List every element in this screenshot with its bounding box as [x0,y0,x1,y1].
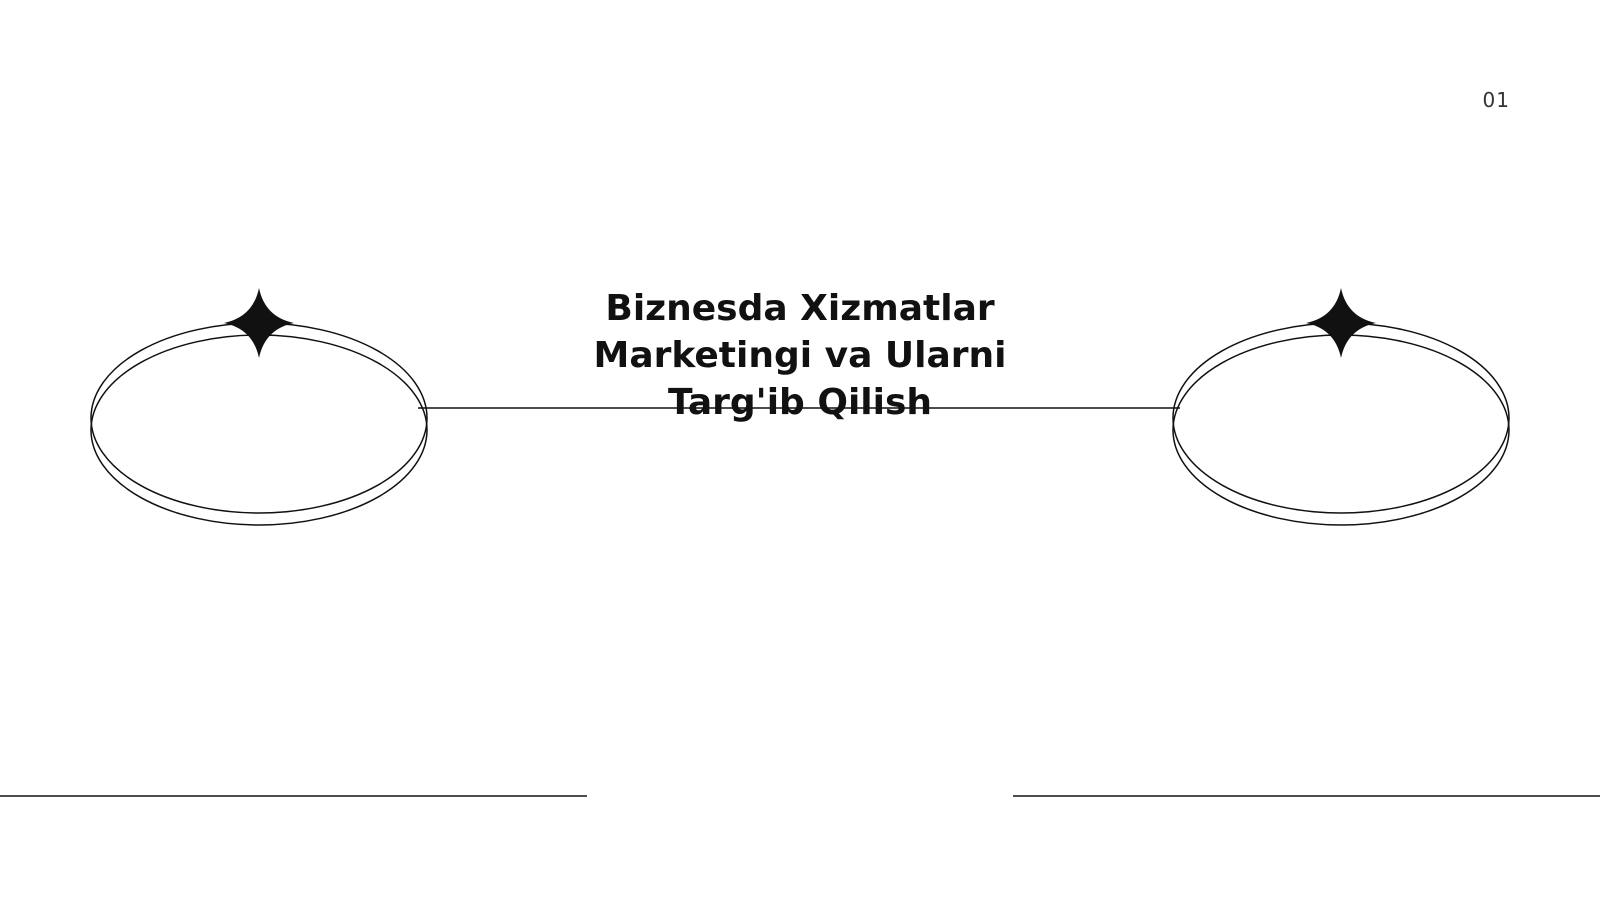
slide-title: Biznesda Xizmatlar Marketingi va Ularni … [593,288,1007,423]
page-number: 01 [1482,88,1510,112]
left-sparkle-icon [224,288,294,358]
right-sparkle-icon [1306,288,1376,358]
